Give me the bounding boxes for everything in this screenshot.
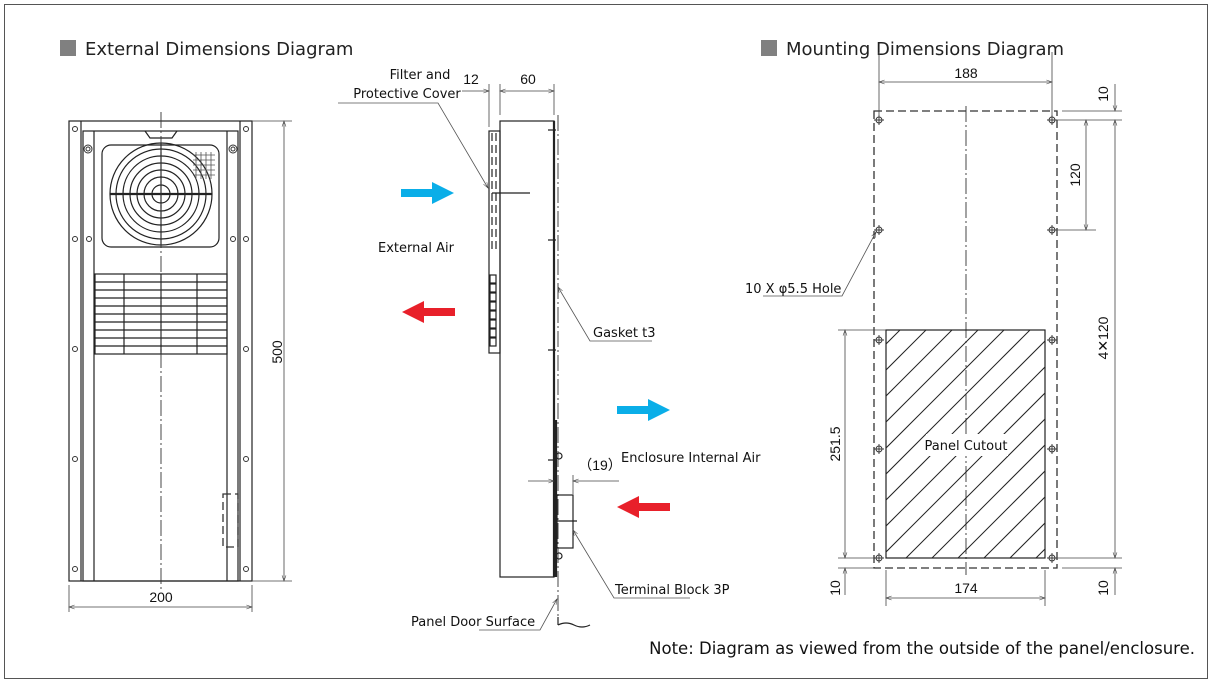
diagram-frame xyxy=(4,4,1208,679)
dim-188-label: 188 xyxy=(954,65,978,81)
dimension-500: 500 xyxy=(252,121,292,581)
hole-label: 10 X φ5.5 Hole xyxy=(745,282,841,297)
external-title: External Dimensions Diagram xyxy=(85,39,353,60)
title-square-icon xyxy=(761,40,777,56)
mounting-title: Mounting Dimensions Diagram xyxy=(786,39,1064,60)
dim-pitch-label: 120 xyxy=(1067,163,1083,187)
grid-mesh-icon xyxy=(193,152,215,179)
dim-total-pitch-label: 4✕120 xyxy=(1095,316,1111,359)
dim-top-offset-label: 10 xyxy=(1095,86,1111,102)
dim-bottom-right-label: 10 xyxy=(1095,580,1111,596)
hatch-line xyxy=(957,470,1045,558)
hatch-line xyxy=(1009,522,1045,558)
hole-crosshair xyxy=(874,553,884,563)
hole-crosshair xyxy=(1047,115,1057,125)
internal-air-out-arrow-icon xyxy=(617,399,670,421)
external-dimensions-section: External Dimensions Diagram xyxy=(60,39,353,612)
internal-air-in-arrow-icon xyxy=(617,496,670,518)
unit-outline xyxy=(873,110,1058,569)
side-view-section: 12 60 Filter and Protective Cover Extern… xyxy=(338,68,761,631)
hole-crosshair xyxy=(1047,225,1057,235)
dim-depth-label: 60 xyxy=(520,71,536,87)
internal-air-label: Enclosure Internal Air xyxy=(621,451,761,466)
external-air-in-arrow-icon xyxy=(401,182,454,204)
dim-bottom-left-label: 10 xyxy=(827,580,843,596)
hatch-line xyxy=(983,496,1045,558)
filter-label-line2: Protective Cover xyxy=(353,87,461,102)
hatch-line xyxy=(886,330,927,371)
hole-crosshair xyxy=(874,225,884,235)
hole-crosshair xyxy=(1047,444,1057,454)
hatch-line xyxy=(886,330,901,345)
hatch-line xyxy=(646,318,886,558)
front-view xyxy=(68,112,253,590)
screw-icons xyxy=(72,126,249,572)
hole-crosshair xyxy=(1047,335,1057,345)
hatch-line xyxy=(886,330,1031,475)
hatch-line xyxy=(905,418,1045,558)
panel-cutout: Panel Cutout xyxy=(646,318,1214,559)
width-dim-label: 200 xyxy=(149,589,173,605)
dim-filter-label: 12 xyxy=(463,71,479,87)
panel-door-label: Panel Door Surface xyxy=(411,615,535,630)
hatch-line xyxy=(886,330,1005,449)
note-text: Note: Diagram as viewed from the outside… xyxy=(649,639,1195,658)
gasket-label: Gasket t3 xyxy=(593,326,655,341)
dim-terminal-label: （19） xyxy=(578,457,622,473)
hatch-line xyxy=(1035,548,1045,558)
hatch-line xyxy=(931,444,1045,558)
hatch-line xyxy=(886,330,979,423)
dim-cutout-height-label: 251.5 xyxy=(827,426,843,461)
external-air-out-arrow-icon xyxy=(402,301,455,323)
hatch-line xyxy=(1062,318,1214,558)
mounting-dimensions-section: Mounting Dimensions Diagram Panel Cutout… xyxy=(646,39,1214,606)
terminal-block-label: Terminal Block 3P xyxy=(614,583,730,598)
cutout-label: Panel Cutout xyxy=(925,439,1008,454)
filter-label-line1: Filter and xyxy=(390,68,451,83)
title-square-icon xyxy=(60,40,76,56)
hole-crosshair xyxy=(1047,553,1057,563)
dimension-200: 200 xyxy=(69,585,252,612)
mounting-hole-icons xyxy=(874,115,1057,563)
dim-174-label: 174 xyxy=(954,580,978,596)
hole-crosshair xyxy=(874,444,884,454)
height-dim-label: 500 xyxy=(269,340,285,364)
hole-crosshair xyxy=(874,115,884,125)
hole-crosshair xyxy=(874,335,884,345)
external-air-label: External Air xyxy=(378,241,455,256)
unit-body xyxy=(499,120,555,578)
hatch-line xyxy=(886,330,953,397)
filter-cover xyxy=(488,130,501,354)
